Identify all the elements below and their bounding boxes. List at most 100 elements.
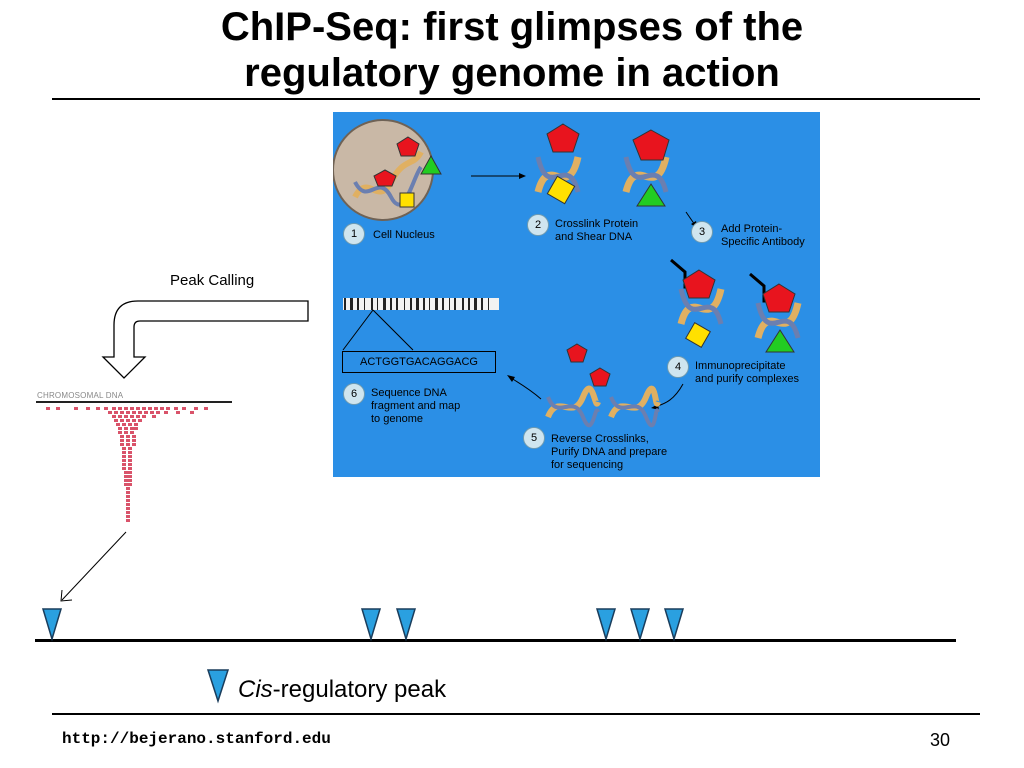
- read-dot: [132, 439, 136, 442]
- nucleus-red-protein: [396, 136, 420, 157]
- peak-calling-arrow: [101, 300, 309, 379]
- footer-url[interactable]: http://bejerano.stanford.edu: [62, 730, 331, 748]
- read-dot: [104, 407, 108, 410]
- chromosomal-dna-label: CHROMOSOMAL DNA: [37, 391, 124, 400]
- chip-seq-process-diagram: 1 Cell Nucleus 2 Crosslink Protein and S…: [333, 112, 820, 477]
- slide-title: ChIP-Seq: first glimpses of the regulato…: [0, 4, 1024, 96]
- read-dot: [132, 419, 136, 422]
- read-dot: [128, 467, 132, 470]
- peak-marker: [395, 608, 417, 642]
- read-dot: [126, 515, 130, 518]
- barcode-band: [357, 298, 359, 310]
- read-dot: [134, 423, 138, 426]
- read-dot: [122, 455, 126, 458]
- read-dot: [118, 427, 122, 430]
- legend-rest: -regulatory peak: [272, 676, 447, 703]
- nucleus-yellow-protein: [399, 192, 415, 208]
- step-2-label: Crosslink Protein and Shear DNA: [555, 218, 638, 244]
- barcode-band: [429, 298, 430, 310]
- read-dot: [132, 435, 136, 438]
- released-red-protein-2: [589, 367, 611, 387]
- read-dot: [126, 511, 130, 514]
- read-dot: [150, 411, 154, 414]
- read-dot: [86, 407, 90, 410]
- read-dot: [176, 411, 180, 414]
- read-dot: [182, 407, 186, 410]
- nucleus-red-protein-2: [373, 169, 397, 187]
- read-dot: [122, 459, 126, 462]
- read-dot: [46, 407, 50, 410]
- read-dot: [126, 435, 130, 438]
- step-4-line-1: Immunoprecipitate: [695, 360, 786, 372]
- barcode-band: [410, 298, 412, 310]
- step2-red-protein: [546, 123, 580, 153]
- step-4-line-2: and purify complexes: [695, 373, 799, 385]
- peak-marker: [663, 608, 685, 642]
- read-dot: [204, 407, 208, 410]
- read-dot: [126, 499, 130, 502]
- step-3-line-2: Specific Antibody: [721, 236, 805, 248]
- read-dot: [120, 443, 124, 446]
- peak-calling-label: Peak Calling: [170, 272, 255, 289]
- read-dot: [142, 407, 146, 410]
- read-dot: [152, 415, 156, 418]
- read-dot: [120, 435, 124, 438]
- read-dot: [138, 419, 142, 422]
- read-dot: [126, 439, 130, 442]
- read-pileup: [36, 401, 232, 522]
- step2-red-protein-2: [632, 129, 670, 161]
- barcode-band: [396, 298, 398, 310]
- read-dot: [124, 479, 128, 482]
- read-dot: [138, 411, 142, 414]
- barcode-band: [371, 298, 373, 310]
- read-dot: [166, 407, 170, 410]
- footer-rule: [52, 713, 980, 715]
- read-dot: [112, 407, 116, 410]
- title-line-1: ChIP-Seq: first glimpses of the: [220, 5, 804, 49]
- read-dot: [126, 487, 130, 490]
- barcode-band: [474, 298, 477, 310]
- read-dot: [74, 407, 78, 410]
- released-red-protein: [566, 343, 588, 363]
- read-dot: [132, 443, 136, 446]
- read-dot: [136, 407, 140, 410]
- sequence-read-box: ACTGGTGACAGGACG: [342, 351, 496, 373]
- step-3-line-1: Add Protein-: [721, 223, 783, 235]
- step4-red-protein-2: [762, 283, 796, 313]
- pileup-to-track-arrow: [60, 531, 127, 602]
- read-dot: [148, 407, 152, 410]
- read-dot: [128, 455, 132, 458]
- step-2-line-1: Crosslink Protein: [555, 218, 639, 230]
- read-dot: [126, 491, 130, 494]
- read-dot: [128, 451, 132, 454]
- barcode-band: [344, 298, 346, 310]
- read-dot: [130, 415, 134, 418]
- read-dot: [114, 411, 118, 414]
- step2-yellow-protein: [546, 175, 576, 205]
- genome-track-line: [35, 639, 956, 642]
- read-dot: [96, 407, 100, 410]
- purified-dna-1: [545, 385, 601, 428]
- read-dot: [116, 423, 120, 426]
- read-dot: [154, 407, 158, 410]
- barcode-band: [488, 298, 489, 310]
- read-dot: [122, 447, 126, 450]
- read-dot: [126, 503, 130, 506]
- barcode-band: [383, 298, 386, 310]
- step-5-number: 5: [523, 427, 545, 449]
- legend-cis-italic: Cis: [238, 676, 273, 703]
- barcode-band: [435, 298, 438, 310]
- step-5-line-2: Purify DNA and prepare: [551, 446, 668, 458]
- step-5-line-3: for sequencing: [551, 459, 624, 471]
- read-dot: [124, 475, 128, 478]
- barcode-band: [462, 298, 464, 310]
- read-dot: [130, 407, 134, 410]
- read-dot: [120, 411, 124, 414]
- aligned-reads: [46, 407, 208, 522]
- step-2-line-2: and Shear DNA: [555, 231, 633, 243]
- read-dot: [128, 463, 132, 466]
- title-line-2: regulatory genome in action: [244, 51, 780, 95]
- read-dot: [126, 519, 130, 522]
- read-dot: [124, 427, 128, 430]
- read-dot: [122, 451, 126, 454]
